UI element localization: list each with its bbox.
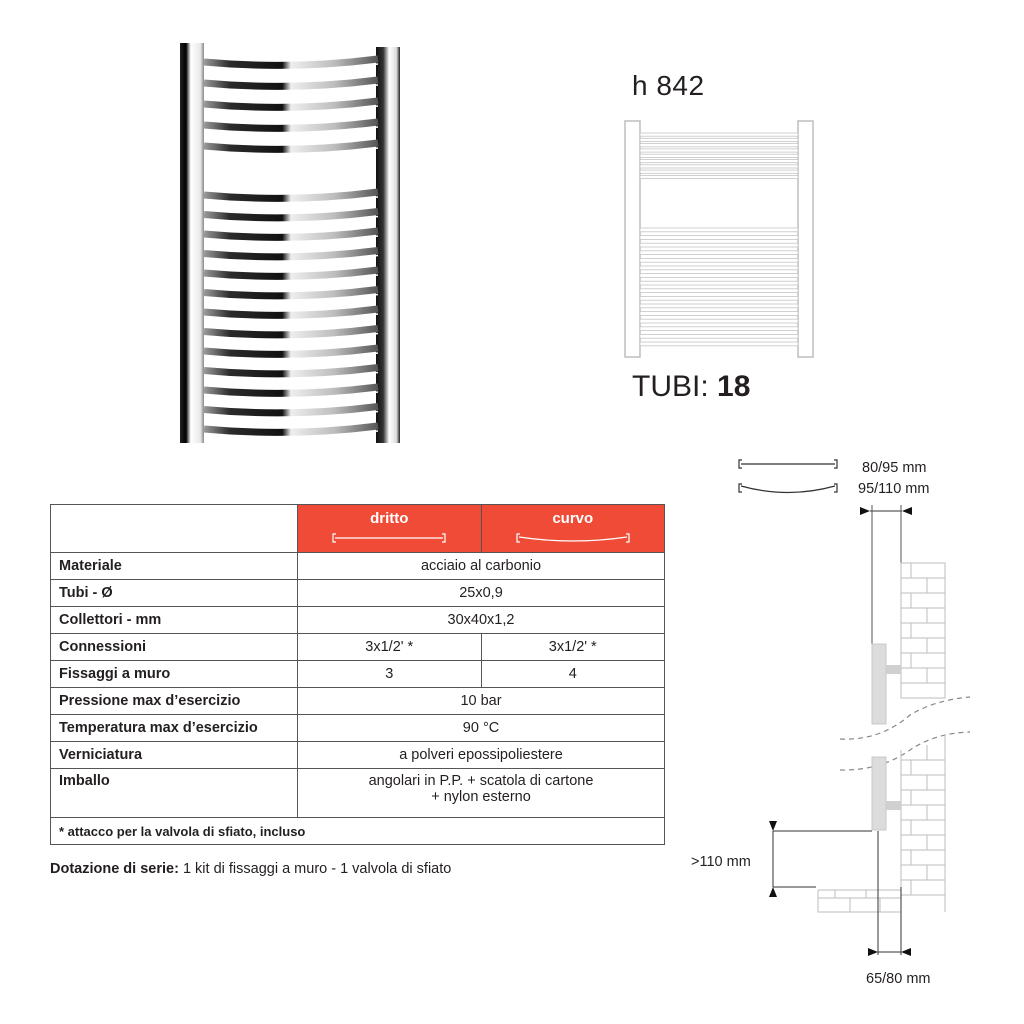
floor-clearance-label: >110 mm [691,854,751,870]
standard-equipment-label: Dotazione di serie: [50,861,179,877]
wall-upper [900,562,946,699]
row-value: 90 °C [297,714,665,742]
row-value-curvo: 3x1/2' * [480,633,665,661]
row-label: Pressione max d’esercizio [50,687,298,715]
column-header-label: dritto [370,510,409,527]
wall-distance-label: 65/80 mm [866,971,930,987]
standard-equipment-value: 1 kit di fissaggi a muro - 1 valvola di … [178,861,452,877]
table-row: Tubi - Ø 25x0,9 [50,579,665,607]
row-value-curvo: 4 [480,660,665,688]
row-value: angolari in P.P. + scatola di cartone + … [297,768,665,818]
table-row: Imballo angolari in P.P. + scatola di ca… [50,768,665,818]
table-row: Verniciatura a polveri epossipoliestere [50,741,665,769]
wall-lower [817,735,946,913]
row-label: Collettori - mm [50,606,298,634]
row-label: Imballo [50,768,298,818]
footnote: * attacco per la valvola di sfiato, incl… [50,817,665,845]
tubes-count-label: TUBI: 18 [632,370,750,404]
table-row: Fissaggi a muro 3 4 [50,660,665,688]
row-value-dritto: 3x1/2' * [297,633,482,661]
column-header-label: curvo [552,510,594,527]
row-value: 10 bar [297,687,665,715]
installation-diagram: 80/95 mm 95/110 mm [680,445,1000,1005]
column-header-curvo: curvo [480,504,665,553]
tubes-label-text: TUBI: [632,370,709,403]
straight-depth-label: 80/95 mm [862,460,926,476]
row-label: Materiale [50,552,298,580]
row-label: Verniciatura [50,741,298,769]
row-label: Temperatura max d’esercizio [50,714,298,742]
straight-profile-icon [738,459,838,469]
row-label: Tubi - Ø [50,579,298,607]
column-header-dritto: dritto [297,504,482,553]
header-blank-cell [50,504,298,553]
row-value: a polveri epossipoliestere [297,741,665,769]
row-value: acciaio al carbonio [297,552,665,580]
straight-bar-icon [332,533,446,543]
footnote-row: * attacco per la valvola di sfiato, incl… [50,817,665,845]
row-label: Connessioni [50,633,298,661]
table-row: Collettori - mm 30x40x1,2 [50,606,665,634]
row-value-line: angolari in P.P. + scatola di cartone [368,773,594,789]
height-label: h 842 [632,70,705,101]
row-value: 30x40x1,2 [297,606,665,634]
radiator-schematic [622,118,817,360]
radiator-photo-illustration [180,43,400,443]
spec-table: dritto curvo Materiale acciaio al carbon… [50,504,665,845]
curved-depth-label: 95/110 mm [858,481,929,497]
curved-bar-icon [516,533,630,543]
table-row: Pressione max d’esercizio 10 bar [50,687,665,715]
row-value: 25x0,9 [297,579,665,607]
product-photo [176,40,406,445]
table-row: Connessioni 3x1/2' * 3x1/2' * [50,633,665,661]
table-row: Temperatura max d’esercizio 90 °C [50,714,665,742]
tubes-count-value: 18 [717,370,751,403]
row-label: Fissaggi a muro [50,660,298,688]
standard-equipment-note: Dotazione di serie: 1 kit di fissaggi a … [50,861,451,877]
table-row: Materiale acciaio al carbonio [50,552,665,580]
row-value-dritto: 3 [297,660,482,688]
table-header-row: dritto curvo [50,504,665,553]
curved-profile-icon [738,483,838,494]
row-value-line: + nylon esterno [431,789,531,805]
